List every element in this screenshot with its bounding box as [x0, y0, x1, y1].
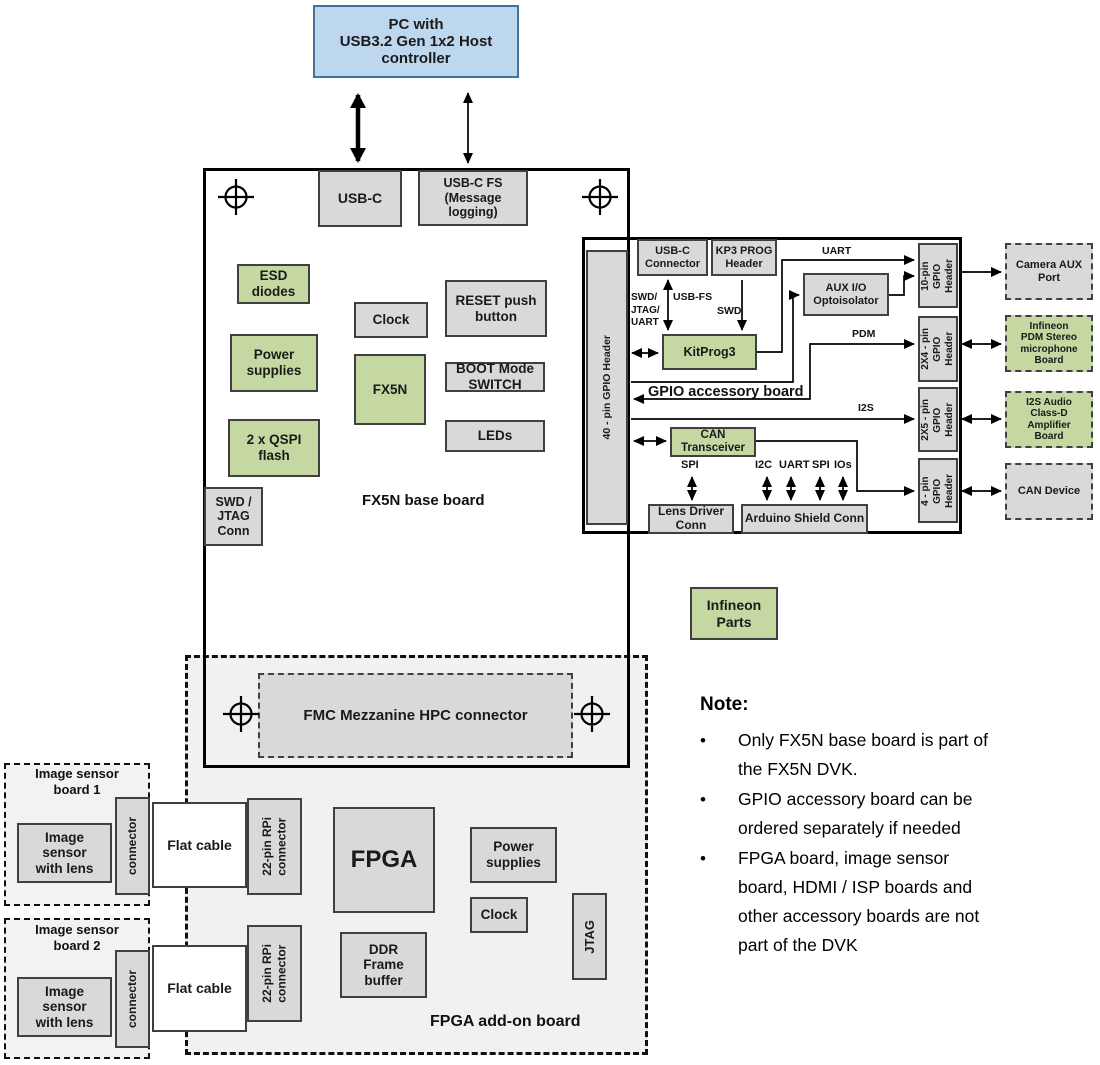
sensor-connector-1-label: connector	[125, 816, 140, 875]
note-bullet-3-text: FPGA board, image sensor board, HDMI / I…	[738, 848, 980, 955]
signal-pdm-label: PDM	[852, 328, 876, 340]
gpio-40pin-header-label: 40 - pin GPIO Header	[600, 335, 613, 440]
ddr-frame-buffer-box: DDR Frame buffer	[340, 932, 427, 998]
note-bullet-3: • FPGA board, image sensor board, HDMI /…	[700, 844, 1092, 960]
gpio-10pin-header-label: 10-pin GPIO Header	[920, 258, 955, 293]
fx5n-chip-box: FX5N	[354, 354, 426, 425]
signal-i2c-label: I2C	[755, 459, 773, 471]
kitprog3-box: KitProg3	[662, 334, 757, 370]
qspi-flash-box: 2 x QSPI flash	[228, 419, 320, 477]
usbc-connector-box: USB-C Connector	[637, 239, 708, 276]
fmc-connector-box: FMC Mezzanine HPC connector	[258, 673, 573, 758]
image-sensor-board-2-label: Image sensor board 2	[35, 922, 119, 954]
image-sensor-1-box: Image sensor with lens	[17, 823, 112, 883]
aux-io-optoisolator-box: AUX I/O Optoisolator	[803, 273, 889, 316]
lens-driver-conn-box: Lens Driver Conn	[648, 504, 734, 534]
fpga-clock-box: Clock	[470, 897, 528, 933]
note-block: Note: • Only FX5N base board is part of …	[700, 694, 1092, 961]
image-sensor-2-box: Image sensor with lens	[17, 977, 112, 1037]
kp3-prog-header-box: KP3 PROG Header	[711, 239, 777, 276]
usb-c-fs-box: USB-C FS (Message logging)	[418, 170, 528, 226]
esd-diodes-box: ESD diodes	[237, 264, 310, 304]
gpio-40pin-header-box: 40 - pin GPIO Header	[586, 250, 628, 525]
i2s-amplifier-board-box: I2S Audio Class-D Amplifier Board	[1005, 391, 1093, 448]
signal-usb-fs-label: USB-FS	[673, 291, 713, 303]
rpi-connector-1-label: 22-pin RPi connector	[260, 817, 289, 876]
gpio-2x4-header-box: 2X4 - pin GPIO Header	[918, 316, 958, 382]
gpio-2x5-header-label: 2X5 - pin GPIO Header	[920, 398, 955, 441]
bullet-dot: •	[700, 849, 706, 868]
signal-i2s-label: I2S	[858, 402, 874, 414]
leds-box: LEDs	[445, 420, 545, 452]
fpga-power-supplies-box: Power supplies	[470, 827, 557, 883]
rpi-connector-2-box: 22-pin RPi connector	[247, 925, 302, 1022]
gpio-4pin-header-box: 4 - pin GPIO Header	[918, 458, 958, 523]
note-bullet-2: • GPIO accessory board can be ordered se…	[700, 785, 1092, 843]
bullet-dot: •	[700, 790, 706, 809]
signal-uart-label: UART	[822, 245, 852, 257]
flat-cable-2-box: Flat cable	[152, 945, 247, 1032]
clock-box: Clock	[354, 302, 428, 338]
boot-mode-switch-box: BOOT Mode SWITCH	[445, 361, 545, 392]
note-bullet-2-text: GPIO accessory board can be ordered sepa…	[738, 789, 973, 838]
camera-aux-port-box: Camera AUX Port	[1005, 243, 1093, 300]
gpio-accessory-board-label: GPIO accessory board	[648, 384, 804, 400]
signal-swd-label: SWD	[717, 305, 742, 317]
signal-ios-label: IOs	[834, 459, 852, 471]
gpio-10pin-header-box: 10-pin GPIO Header	[918, 243, 958, 308]
flat-cable-1-box: Flat cable	[152, 802, 247, 888]
fpga-jtag-box: JTAG	[572, 893, 607, 980]
gpio-2x5-header-box: 2X5 - pin GPIO Header	[918, 387, 958, 452]
rpi-connector-1-box: 22-pin RPi connector	[247, 798, 302, 895]
infineon-parts-legend: Infineon Parts	[690, 587, 778, 640]
note-title: Note:	[700, 694, 749, 715]
gpio-4pin-header-label: 4 - pin GPIO Header	[920, 473, 955, 508]
fpga-jtag-label: JTAG	[581, 919, 597, 954]
sensor-connector-1-box: connector	[115, 797, 150, 895]
sensor-connector-2-label: connector	[125, 969, 140, 1028]
bullet-dot: •	[700, 731, 706, 750]
can-device-box: CAN Device	[1005, 463, 1093, 520]
fx5n-base-board-label: FX5N base board	[362, 492, 485, 509]
reset-button-box: RESET push button	[445, 280, 547, 337]
swd-jtag-conn-box: SWD / JTAG Conn	[204, 487, 263, 546]
gpio-2x4-header-label: 2X4 - pin GPIO Header	[920, 328, 955, 370]
fx5n-base-board-outline	[203, 168, 630, 768]
pc-host-box: PC with USB3.2 Gen 1x2 Host controller	[313, 5, 519, 78]
note-bullet-1: • Only FX5N base board is part of the FX…	[700, 726, 1092, 784]
signal-spi-lens-label: SPI	[681, 459, 699, 471]
can-transceiver-box: CAN Transceiver	[670, 427, 756, 457]
usb-c-box: USB-C	[318, 170, 402, 227]
signal-uart2-label: UART	[779, 459, 810, 471]
sensor-connector-2-box: connector	[115, 950, 150, 1048]
fpga-addon-board-label: FPGA add-on board	[430, 1013, 581, 1030]
signal-spi2-label: SPI	[812, 459, 830, 471]
signal-swd-jtag-uart-label: SWD/ JTAG/ UART	[631, 292, 660, 328]
image-sensor-board-1-label: Image sensor board 1	[35, 766, 119, 798]
fpga-chip-box: FPGA	[333, 807, 435, 913]
pdm-mic-board-box: Infineon PDM Stereo microphone Board	[1005, 315, 1093, 372]
rpi-connector-2-label: 22-pin RPi connector	[260, 944, 289, 1003]
note-bullet-1-text: Only FX5N base board is part of the FX5N…	[738, 730, 988, 779]
arduino-shield-conn-box: Arduino Shield Conn	[741, 504, 868, 534]
power-supplies-box: Power supplies	[230, 334, 318, 392]
